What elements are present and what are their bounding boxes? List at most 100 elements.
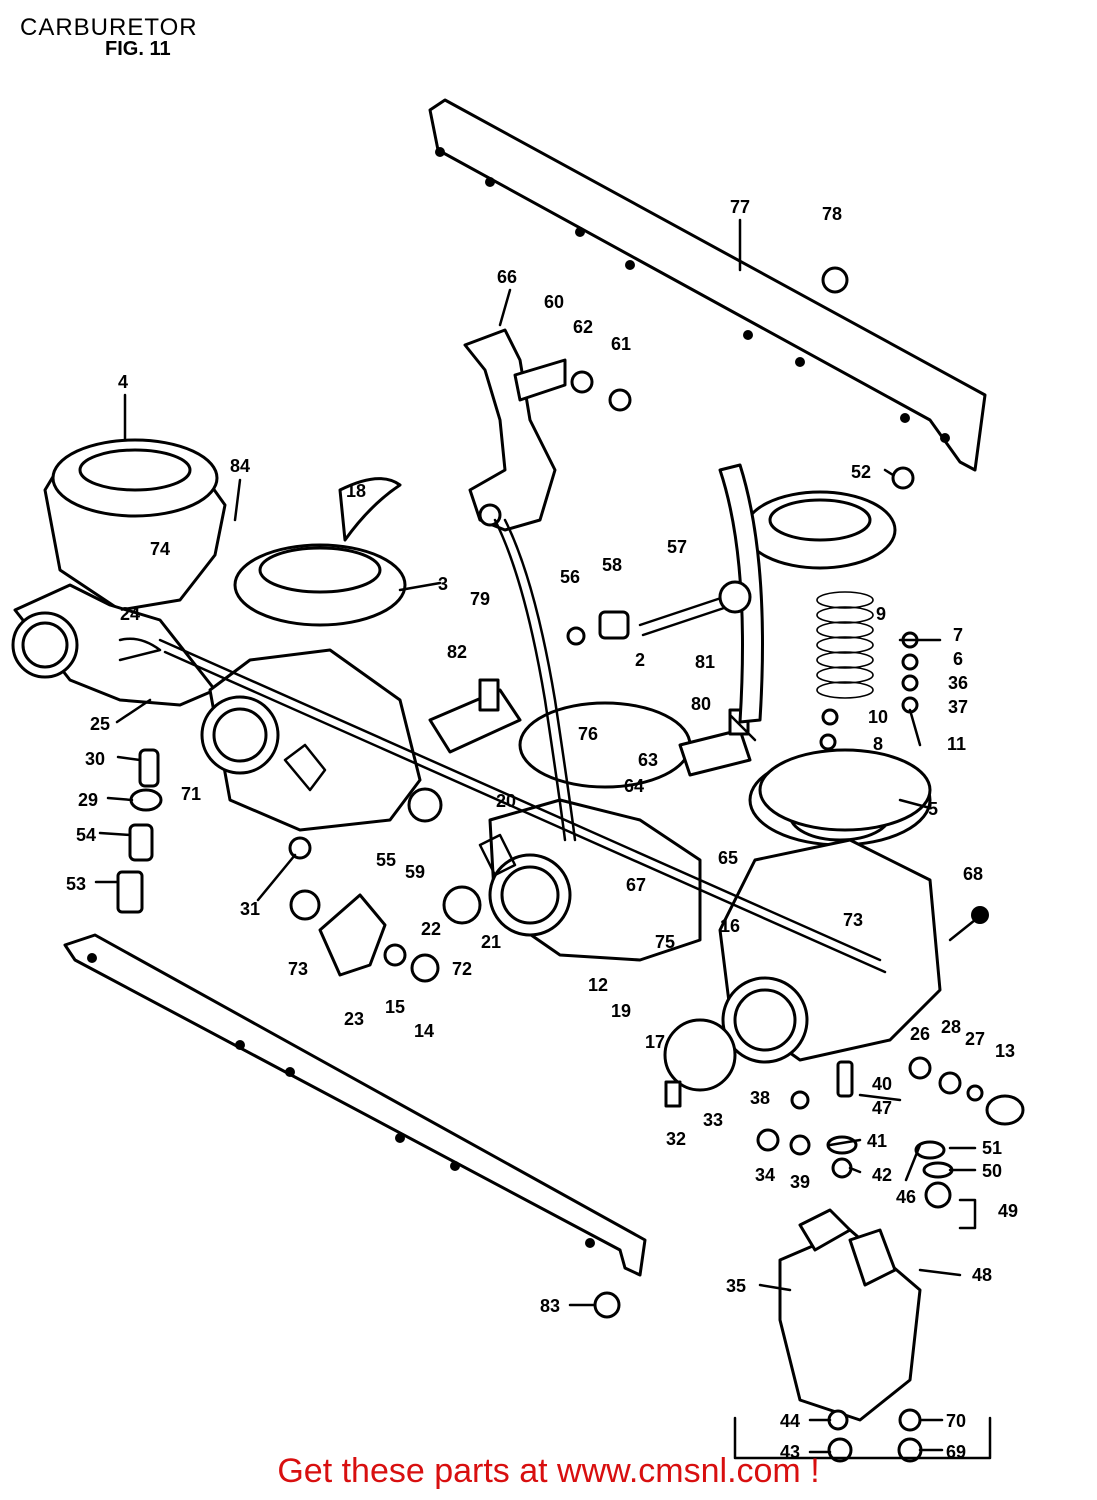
label-64: 64	[624, 776, 644, 796]
label-10: 10	[868, 707, 888, 727]
label-37: 37	[948, 697, 968, 717]
label-79: 79	[470, 589, 490, 609]
label-14: 14	[414, 1021, 434, 1041]
label-43: 43	[780, 1442, 800, 1462]
label-67: 67	[626, 875, 646, 895]
label-48: 48	[972, 1265, 992, 1285]
parts-link-banner[interactable]: Get these parts at www.cmsnl.com !	[277, 1452, 820, 1490]
label-81: 81	[695, 652, 715, 672]
label-21: 21	[481, 932, 501, 952]
label-42: 42	[872, 1165, 892, 1185]
label-61: 61	[611, 334, 631, 354]
label-54: 54	[76, 825, 96, 845]
label-8: 8	[873, 734, 883, 754]
diagram-title: CARBURETOR	[20, 14, 198, 41]
label-27: 27	[965, 1029, 985, 1049]
figure-number: FIG. 11	[105, 38, 171, 60]
label-47: 47	[872, 1098, 892, 1118]
label-25: 25	[90, 714, 110, 734]
label-74: 74	[150, 539, 170, 559]
label-69: 69	[946, 1442, 966, 1462]
label-51: 51	[982, 1138, 1002, 1158]
label-49: 49	[998, 1201, 1018, 1221]
label-18: 18	[346, 481, 366, 501]
label-13: 13	[995, 1041, 1015, 1061]
label-68: 68	[963, 864, 983, 884]
label-29: 29	[78, 790, 98, 810]
label-38: 38	[750, 1088, 770, 1108]
label-77: 77	[730, 197, 750, 217]
label-66: 66	[497, 267, 517, 287]
label-60: 60	[544, 292, 564, 312]
vent-hose	[493, 518, 567, 842]
label-59: 59	[405, 862, 425, 882]
label-50: 50	[982, 1161, 1002, 1181]
label-70: 70	[946, 1411, 966, 1431]
label-11: 11	[947, 734, 966, 754]
label-65: 65	[718, 848, 738, 868]
label-20: 20	[496, 791, 516, 811]
label-40: 40	[872, 1074, 892, 1094]
screw-57	[638, 580, 752, 637]
label-73-right: 73	[843, 910, 863, 930]
group-bracket-49	[958, 1198, 977, 1230]
label-73-left: 73	[288, 959, 308, 979]
label-30: 30	[85, 749, 105, 769]
label-44: 44	[780, 1411, 800, 1431]
group-bracket-bottom	[733, 1416, 992, 1460]
label-31: 31	[240, 899, 260, 919]
label-83: 83	[540, 1296, 560, 1316]
cable-bracket	[463, 328, 567, 532]
label-57: 57	[667, 537, 687, 557]
label-84: 84	[230, 456, 250, 476]
nut-58	[598, 610, 630, 640]
label-58: 58	[602, 555, 622, 575]
washer-56	[566, 626, 586, 646]
label-56: 56	[560, 567, 580, 587]
label-82: 82	[447, 642, 467, 662]
throttle-shaft	[158, 638, 887, 974]
label-16: 16	[720, 916, 740, 936]
label-28: 28	[941, 1017, 961, 1037]
carburetor-body-second	[200, 477, 422, 832]
label-17: 17	[645, 1032, 665, 1052]
label-80: 80	[691, 694, 711, 714]
label-5: 5	[928, 799, 938, 819]
label-12: 12	[588, 975, 608, 995]
part-labels: 4 84 18 74 24 25 3 66 60 62 61 77 78 52 …	[66, 197, 1018, 1462]
label-34: 34	[755, 1165, 775, 1185]
label-9: 9	[876, 604, 886, 624]
carburetor-body-center	[478, 701, 702, 962]
label-76: 76	[578, 724, 598, 744]
leader-lines	[94, 218, 977, 1454]
label-23: 23	[344, 1009, 364, 1029]
vent-hose-edge	[503, 518, 577, 842]
label-72: 72	[452, 959, 472, 979]
label-22: 22	[421, 919, 441, 939]
label-52: 52	[851, 462, 871, 482]
label-4: 4	[118, 372, 128, 392]
label-71: 71	[181, 784, 201, 804]
label-41: 41	[867, 1131, 887, 1151]
vacuum-spring	[816, 591, 874, 699]
label-55: 55	[376, 850, 396, 870]
label-15: 15	[385, 997, 405, 1017]
label-36: 36	[948, 673, 968, 693]
label-46: 46	[896, 1187, 916, 1207]
label-32: 32	[666, 1129, 686, 1149]
label-63: 63	[638, 750, 658, 770]
carburetor-body-left	[11, 438, 227, 707]
label-35: 35	[726, 1276, 746, 1296]
label-3: 3	[438, 574, 448, 594]
label-26: 26	[910, 1024, 930, 1044]
label-78: 78	[822, 204, 842, 224]
diaphragm	[758, 748, 932, 832]
float-chamber	[778, 1208, 922, 1422]
upper-mounting-plate	[428, 98, 987, 472]
label-62: 62	[573, 317, 593, 337]
label-24: 24	[120, 604, 140, 624]
label-33: 33	[703, 1110, 723, 1130]
label-7: 7	[953, 625, 963, 645]
label-19: 19	[611, 1001, 631, 1021]
